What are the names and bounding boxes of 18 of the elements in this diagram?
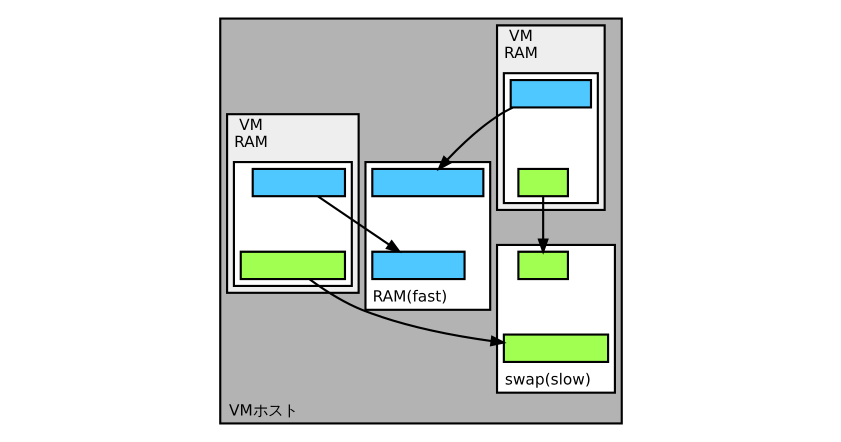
cluster: VM RAM [495, 24, 606, 211]
node-box [516, 168, 568, 198]
node-box [239, 250, 346, 280]
cluster [502, 72, 598, 204]
node-box [251, 168, 346, 198]
cluster: VM RAM [226, 113, 360, 294]
node-box [370, 250, 466, 280]
cluster [232, 160, 352, 287]
node-box [516, 250, 568, 280]
node-box [502, 334, 609, 364]
arrow [316, 195, 402, 254]
node-box [509, 78, 592, 108]
arrow [436, 106, 514, 172]
cluster: swap(slow) [495, 244, 616, 394]
node-box [370, 168, 484, 198]
arrow [536, 196, 548, 255]
cluster: RAM(fast) [364, 160, 491, 311]
arrow [308, 278, 506, 347]
